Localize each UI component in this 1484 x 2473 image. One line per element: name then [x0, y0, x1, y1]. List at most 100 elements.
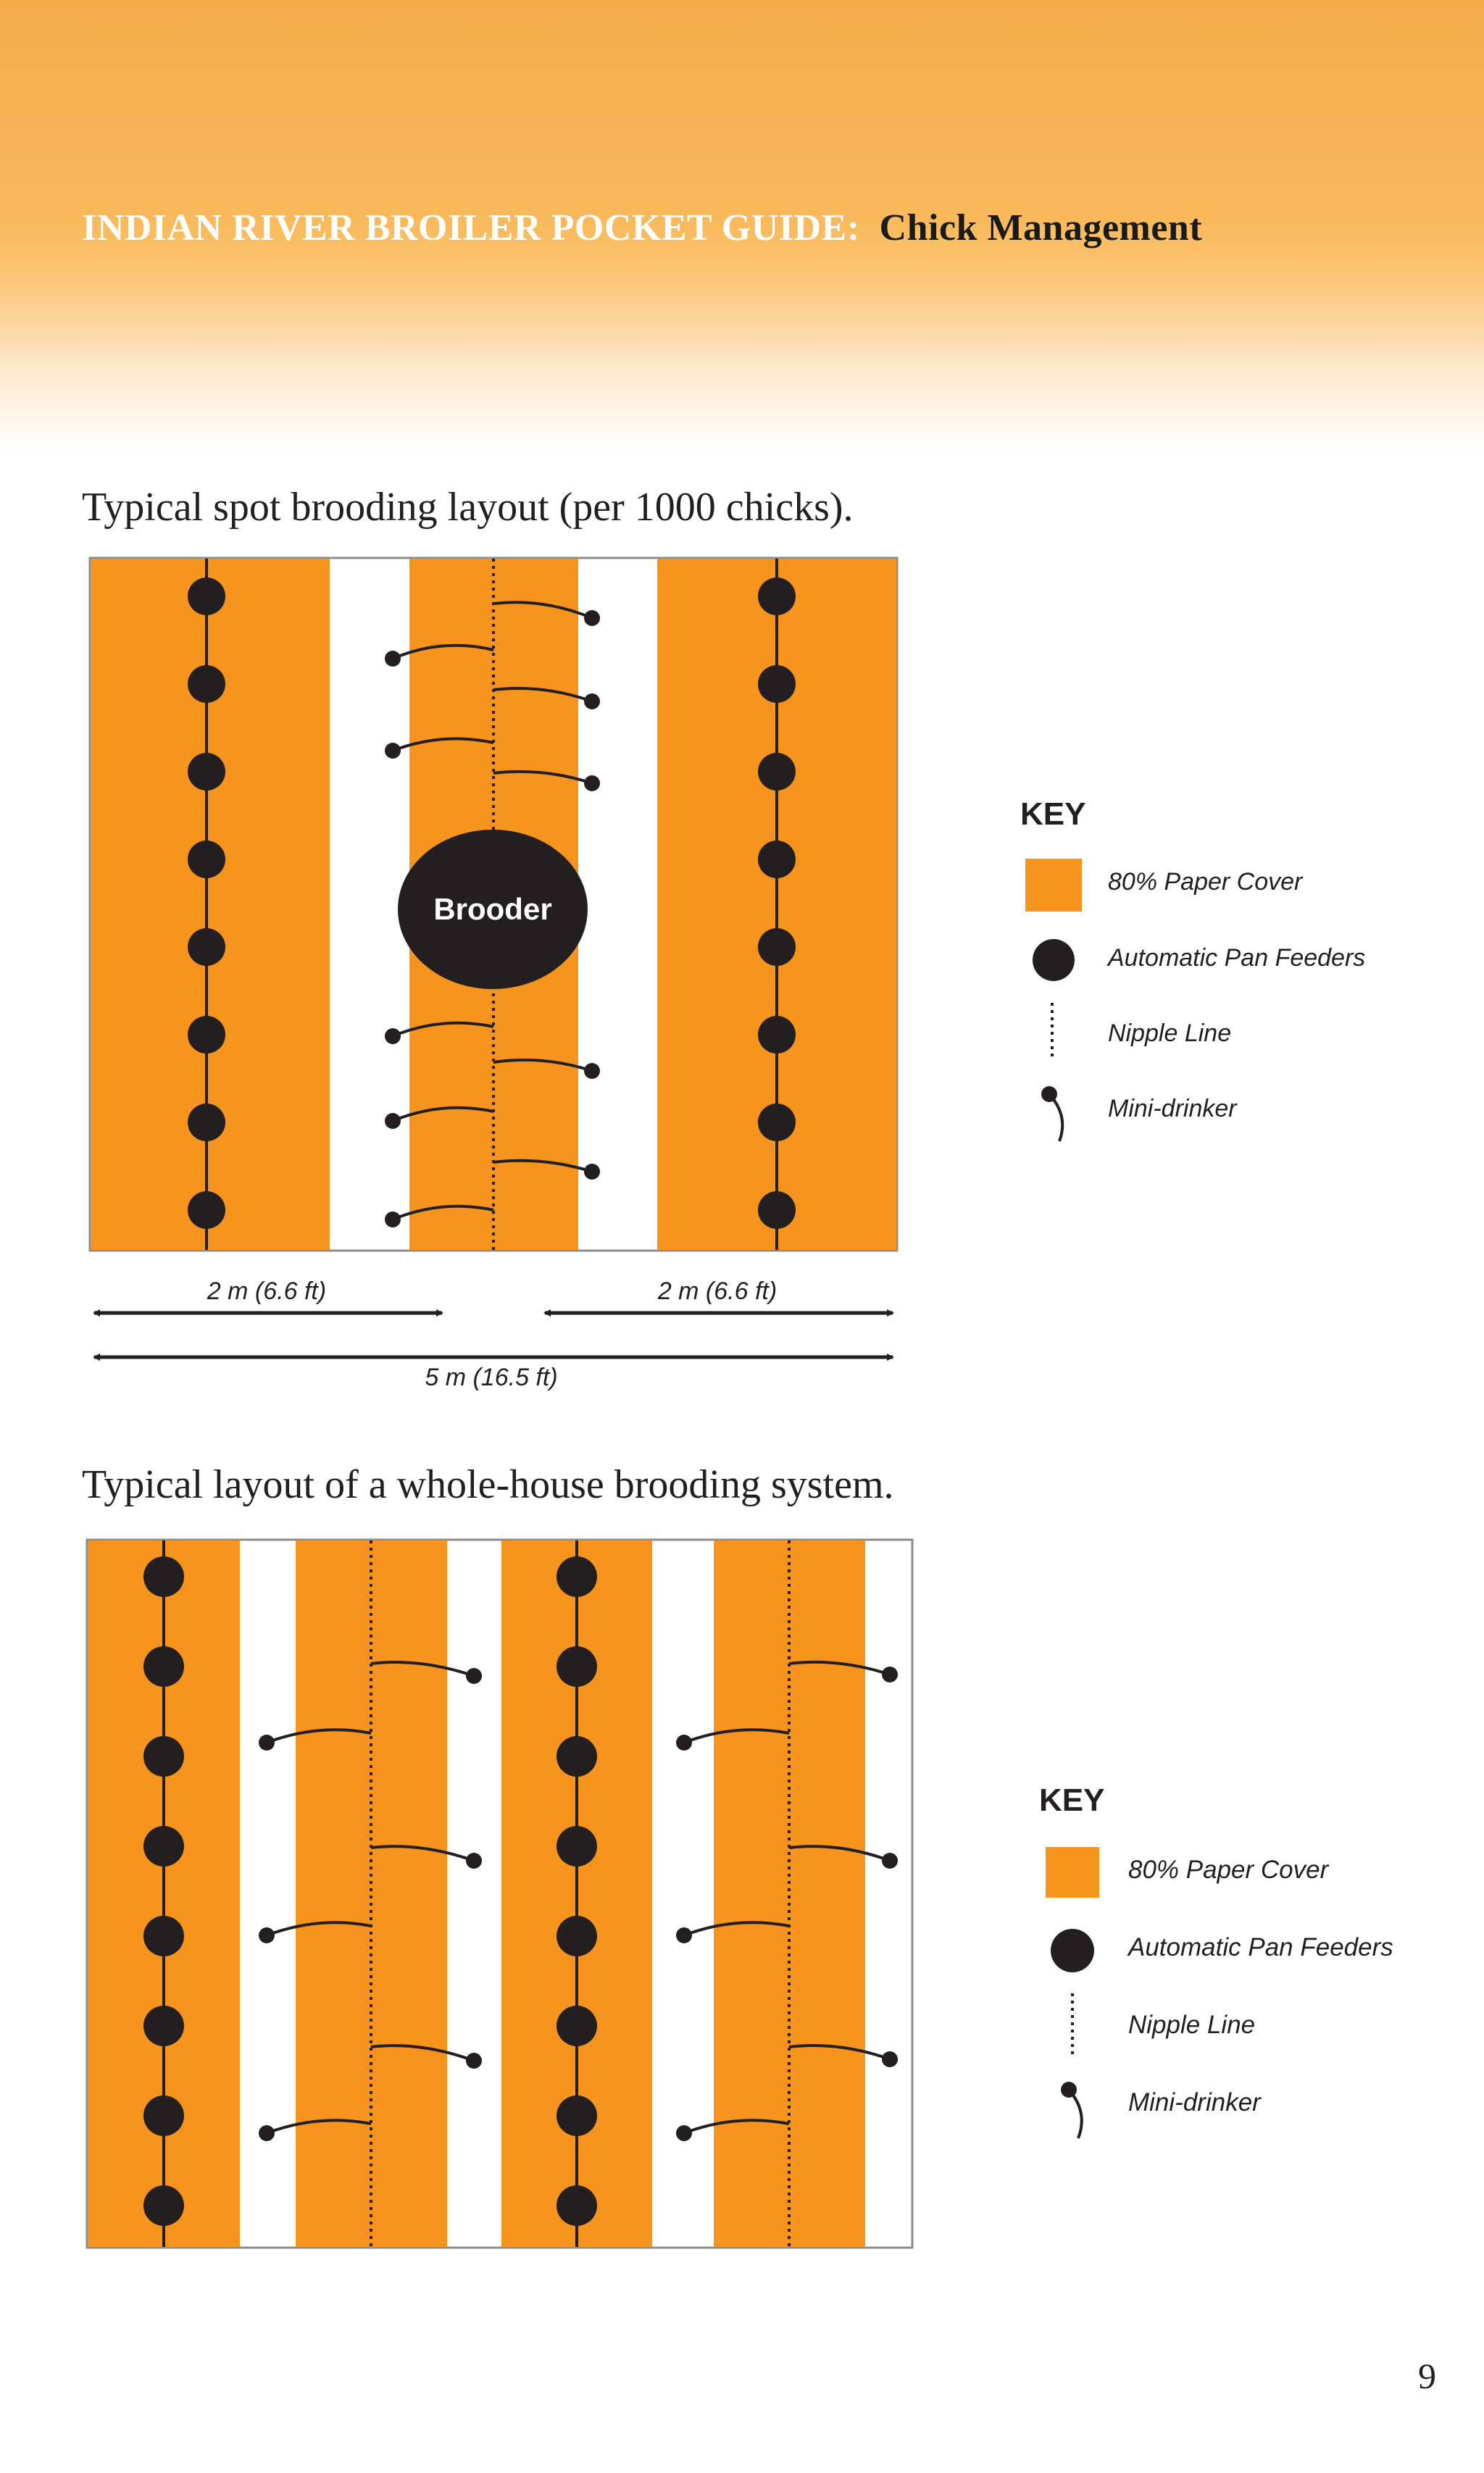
spot-brooding-diagram: Brooder 2 m (6.6 ft) 2 m (6.6 ft) 5 m (1…: [88, 556, 899, 1391]
spot-mini-drinkers-left: [392, 643, 494, 1221]
guide-title: INDIAN RIVER BROILER POCKET GUIDE:: [82, 207, 860, 249]
mini-drinker: [370, 1661, 475, 1677]
brooder: [398, 830, 588, 989]
mini-drinker-icon: [1061, 2082, 1083, 2139]
pan-feeder-icon: [1051, 1929, 1094, 1972]
mini-drinker: [493, 601, 593, 620]
mini-drinker: [266, 1921, 372, 1937]
section-title: Chick Management: [879, 207, 1203, 249]
key-label-mini-drinker: Mini-drinker: [1128, 2088, 1262, 2117]
pan-feeder: [556, 1556, 597, 1597]
mini-drinker-tip: [676, 1735, 692, 1751]
mini-drinker: [683, 1728, 790, 1744]
mini-drinker-tip: [385, 1113, 401, 1129]
key-title: KEY: [1020, 796, 1085, 832]
key-label-paper-cover: 80% Paper Cover: [1128, 1856, 1330, 1884]
mini-drinker-tip: [882, 1853, 898, 1869]
mini-drinker-tip: [584, 1063, 600, 1079]
mini-drinker-tip: [385, 651, 401, 667]
mini-drinker-tip: [676, 1927, 692, 1943]
pan-feeder: [556, 2185, 597, 2226]
spot-key: KEY 80% Paper Cover Automatic Pan Feeder…: [1020, 796, 1365, 1142]
mini-drinker: [788, 2044, 891, 2061]
whole-house-mini-drinker-tips-2: [676, 1667, 898, 2141]
mini-drinker-tip: [882, 2051, 898, 2067]
pan-feeder: [556, 1916, 597, 1956]
whole-house-paper-cover-4: [714, 1540, 865, 2247]
pan-feeder: [188, 928, 225, 966]
pan-feeder: [758, 1104, 796, 1141]
pan-feeder: [758, 577, 796, 615]
mini-drinker: [370, 2044, 475, 2062]
pan-feeder: [188, 577, 225, 615]
pan-feeder: [143, 1646, 184, 1687]
mini-drinker: [683, 2119, 790, 2135]
pan-feeder: [143, 1736, 184, 1777]
whole-house-diagram: [86, 1538, 914, 2249]
brooder-label: Brooder: [433, 892, 551, 926]
pan-feeder: [556, 2095, 597, 2136]
mini-drinker: [788, 1660, 891, 1676]
key-title: KEY: [1039, 1782, 1104, 1818]
pan-feeder: [188, 1191, 225, 1229]
whole-house-mini-drinkers-2: [683, 1660, 891, 2135]
pan-feeder: [143, 1556, 184, 1597]
mini-drinker: [266, 2119, 372, 2135]
dimension-right-label: 2 m (6.6 ft): [657, 1277, 777, 1305]
key-label-mini-drinker: Mini-drinker: [1108, 1095, 1238, 1122]
pan-feeder: [758, 1016, 796, 1054]
mini-drinker: [392, 643, 494, 660]
mini-drinker-tip: [676, 2125, 692, 2141]
spot-feeders-left: [188, 577, 225, 1229]
pan-feeder: [188, 1104, 225, 1141]
mini-drinker-tip: [584, 693, 600, 709]
pan-feeder: [188, 1016, 225, 1054]
key-label-nipple-line: Nipple Line: [1108, 1019, 1231, 1047]
spot-brooding-caption: Typical spot brooding layout (per 1000 c…: [82, 485, 854, 530]
spot-mini-drinker-tips-left: [385, 651, 401, 1227]
dimension-left-label: 2 m (6.6 ft): [207, 1277, 326, 1305]
mini-drinker: [683, 1921, 790, 1937]
mini-drinker-tip: [584, 775, 600, 791]
mini-drinker-tip: [385, 1212, 401, 1227]
mini-drinker: [392, 737, 494, 752]
header-band: [0, 0, 1484, 449]
mini-drinker: [493, 1058, 593, 1072]
mini-drinker: [392, 1106, 494, 1122]
mini-drinker-icon: [1041, 1086, 1064, 1142]
whole-house-key: KEY 80% Paper Cover Automatic Pan Feeder…: [1039, 1782, 1393, 2139]
paper-cover-swatch-icon: [1025, 859, 1082, 912]
mini-drinker-tip: [584, 610, 600, 626]
mini-drinker: [493, 687, 593, 703]
mini-drinker-tip: [259, 1927, 275, 1943]
whole-house-caption: Typical layout of a whole-house brooding…: [82, 1462, 894, 1507]
page-number: 9: [1418, 2356, 1436, 2396]
pan-feeder: [188, 841, 225, 878]
pan-feeder: [143, 2185, 184, 2226]
mini-drinker-tip: [385, 743, 401, 759]
whole-house-mini-drinkers-1: [266, 1661, 475, 2135]
mini-drinker-tip: [466, 2053, 482, 2069]
whole-house-feeders-2: [556, 1556, 597, 2226]
pan-feeder: [556, 1826, 597, 1867]
pan-feeder: [143, 1826, 184, 1867]
pan-feeder: [143, 1916, 184, 1956]
mini-drinker-tip: [259, 2125, 275, 2141]
pan-feeder: [758, 1191, 796, 1229]
mini-drinker: [493, 1159, 593, 1173]
mini-drinker-tip: [882, 1667, 898, 1682]
spot-mini-drinkers-right: [493, 601, 593, 1173]
page-header: INDIAN RIVER BROILER POCKET GUIDE: Chick…: [82, 207, 1202, 249]
mini-drinker: [266, 1728, 372, 1744]
pan-feeder: [188, 665, 225, 703]
key-label-pan-feeders: Automatic Pan Feeders: [1106, 944, 1365, 972]
key-label-paper-cover: 80% Paper Cover: [1108, 868, 1304, 896]
mini-drinker: [370, 1845, 475, 1862]
pan-feeder-icon: [1033, 939, 1075, 981]
pan-feeder: [758, 753, 796, 791]
mini-drinker-tip: [466, 1668, 482, 1684]
whole-house-mini-drinker-tips-1: [259, 1668, 482, 2141]
pan-feeder: [143, 2095, 184, 2136]
mini-drinker-tip: [259, 1735, 275, 1751]
